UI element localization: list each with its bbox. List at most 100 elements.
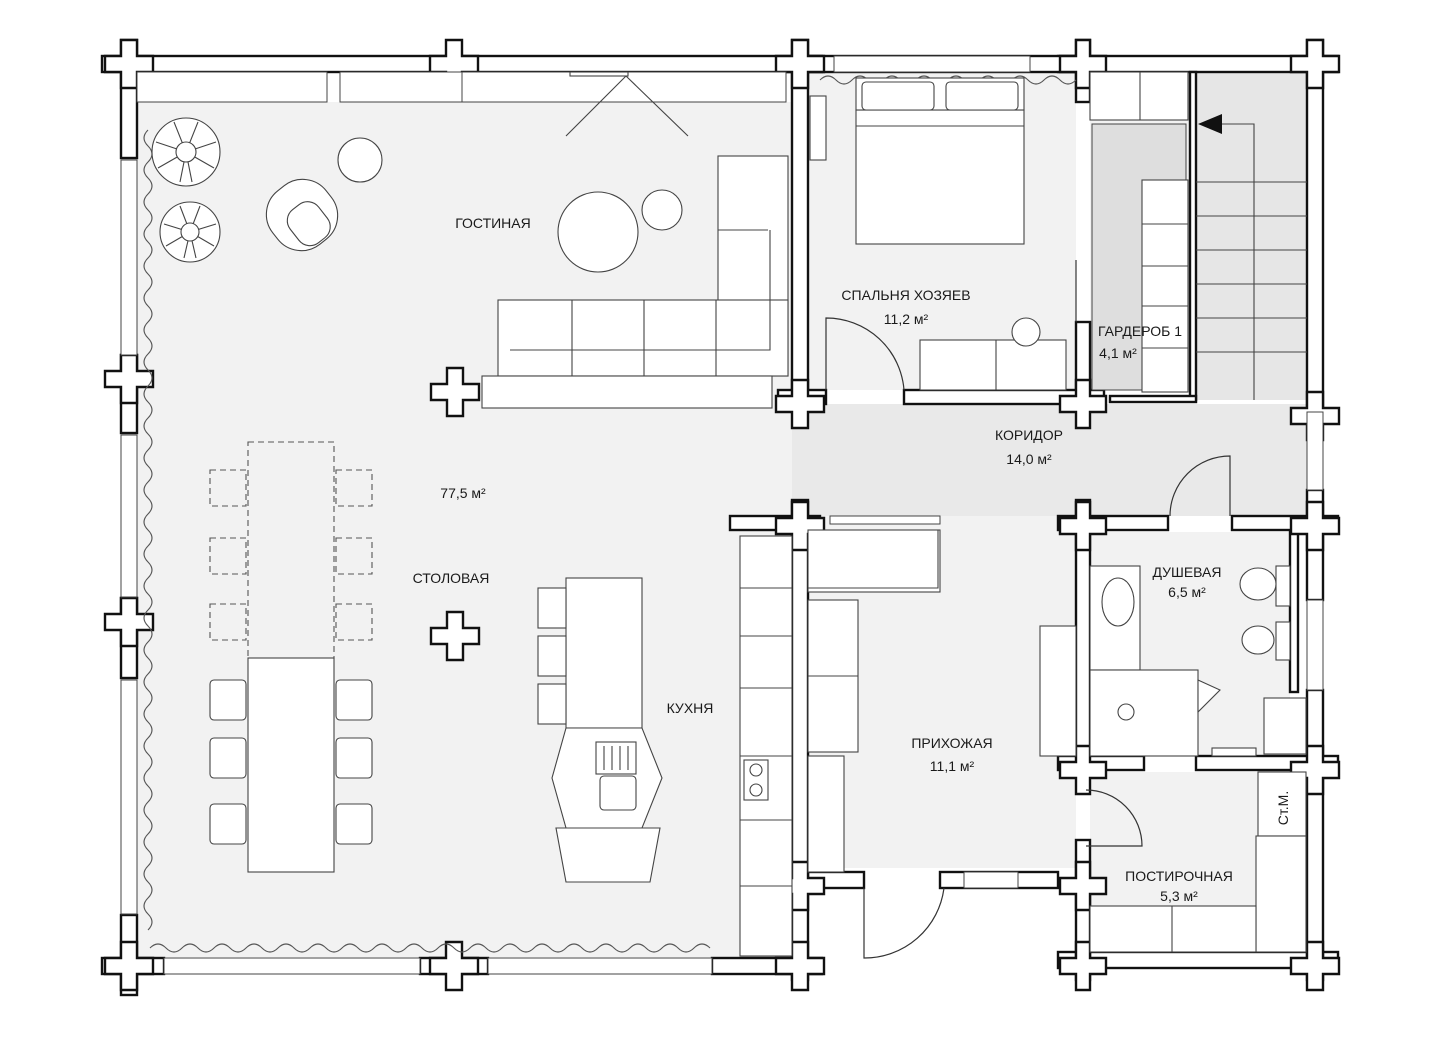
shoe-bench xyxy=(1039,625,1077,757)
corner-sofa xyxy=(497,155,789,377)
shower-tray-icon xyxy=(1089,669,1199,757)
desk-icon xyxy=(919,339,1067,391)
bidet-icon xyxy=(1241,625,1275,655)
curtain-left xyxy=(143,129,153,931)
stair-arrow-icon xyxy=(1198,114,1222,134)
joint-cross xyxy=(103,596,155,648)
wall-wardrobe-bottom xyxy=(1108,394,1198,404)
corridor-area-label: 14,0 м² xyxy=(1006,451,1052,467)
washbasin-icon xyxy=(1101,577,1135,627)
plant-icon xyxy=(151,117,221,187)
dishrack-icon xyxy=(595,741,637,775)
wall-stair-left xyxy=(1188,70,1198,402)
shower-furniture xyxy=(1039,455,1307,757)
coffee-table-icon xyxy=(557,191,639,273)
toilet-bowl-icon xyxy=(1239,567,1277,601)
wall-right-3 xyxy=(1305,688,1325,982)
dishrack-lines xyxy=(603,746,629,770)
laundry-label: ПОСТИРОЧНАЯ xyxy=(1125,868,1233,884)
joint-cross xyxy=(774,38,826,90)
joint-cross xyxy=(1289,940,1341,992)
shower-label: ДУШЕВАЯ xyxy=(1152,564,1221,580)
counter-joints xyxy=(740,587,792,887)
washer-icon xyxy=(1257,771,1307,837)
hall-furniture xyxy=(807,529,1143,959)
joint-cross xyxy=(774,378,826,430)
kitchen-label: КУХНЯ xyxy=(667,700,714,716)
staircase xyxy=(1196,114,1307,400)
door-icon xyxy=(1169,455,1231,517)
towel-cabinet xyxy=(1263,697,1307,755)
joint-cross xyxy=(1289,744,1341,796)
joint-cross xyxy=(428,940,480,992)
column-cross xyxy=(429,366,481,418)
wardrobe-rack-split xyxy=(1142,223,1188,349)
tv-unit xyxy=(569,71,629,77)
wall-shower-right xyxy=(1288,530,1300,694)
joint-cross xyxy=(774,940,826,992)
side-table-icon xyxy=(641,189,683,231)
sofa-bench xyxy=(481,375,773,409)
window xyxy=(829,515,941,525)
laundry-shelf xyxy=(1089,905,1257,953)
door-icon xyxy=(825,317,905,391)
joint-cross xyxy=(1058,500,1108,552)
kitchen-furniture xyxy=(537,535,793,957)
corridor-floor xyxy=(792,404,1307,516)
hall-label: ПРИХОЖАЯ xyxy=(911,735,992,751)
joint-cross xyxy=(1058,378,1108,430)
shower-drain-icon xyxy=(1117,703,1135,721)
kitchen-counter xyxy=(739,535,793,957)
burner-icon xyxy=(749,763,763,777)
window xyxy=(120,159,138,356)
chair-icon xyxy=(1011,317,1041,347)
hall-cabinet-2 xyxy=(807,755,845,873)
window xyxy=(120,679,138,915)
bedroom-area-label: 11,2 м² xyxy=(884,311,929,327)
washer-label: Ст.М. xyxy=(1275,791,1291,825)
hall-counter xyxy=(807,529,941,593)
window xyxy=(136,71,328,103)
column-cross xyxy=(429,610,481,662)
wardrobe-stair xyxy=(1089,71,1307,400)
window xyxy=(963,871,1019,889)
hall-area-label: 11,1 м² xyxy=(930,758,975,774)
laundry-counter xyxy=(1255,835,1307,953)
bar-stools xyxy=(537,587,567,725)
open-area-label: 77,5 м² xyxy=(440,485,486,501)
toilet-icon xyxy=(1275,565,1291,607)
bidet-tank-icon xyxy=(1275,621,1291,661)
window xyxy=(1306,411,1324,491)
entry-door-icon xyxy=(863,887,945,959)
living-room-label: ГОСТИНАЯ xyxy=(455,215,531,231)
window xyxy=(461,71,787,103)
nightstand-icon xyxy=(809,95,827,161)
shower-area-label: 6,5 м² xyxy=(1168,584,1206,600)
window xyxy=(833,55,1031,73)
window xyxy=(339,71,463,103)
joint-cross xyxy=(1289,500,1341,552)
radiator-icon xyxy=(1211,747,1257,757)
living-furniture xyxy=(151,71,789,409)
wardrobe-rack xyxy=(1141,179,1189,393)
windows xyxy=(120,55,1324,975)
shower-door-icon xyxy=(1197,679,1221,714)
wardrobe-label: ГАРДЕРОБ 1 xyxy=(1098,323,1182,339)
laundry-area-label: 5,3 м² xyxy=(1160,888,1198,904)
wardrobe-area-label: 4,1 м² xyxy=(1099,345,1137,361)
dining-chairs xyxy=(209,679,373,845)
pillow-icon xyxy=(945,81,1019,111)
wardrobe-shelf xyxy=(1089,71,1189,121)
joint-cross xyxy=(1058,744,1108,796)
room-labels: ГОСТИНАЯ 77,5 м² СТОЛОВАЯ КУХНЯ СПАЛЬНЯ … xyxy=(413,215,1291,904)
double-bed-icon xyxy=(855,109,1025,245)
joint-cross xyxy=(103,940,155,992)
burner-icon xyxy=(749,783,763,797)
sink-icon xyxy=(599,775,637,811)
kitchen-island-icon xyxy=(565,577,643,729)
wall-right-1 xyxy=(1305,38,1325,414)
dining-table-icon xyxy=(247,657,335,873)
window xyxy=(120,434,138,598)
pillow-icon xyxy=(861,81,935,111)
